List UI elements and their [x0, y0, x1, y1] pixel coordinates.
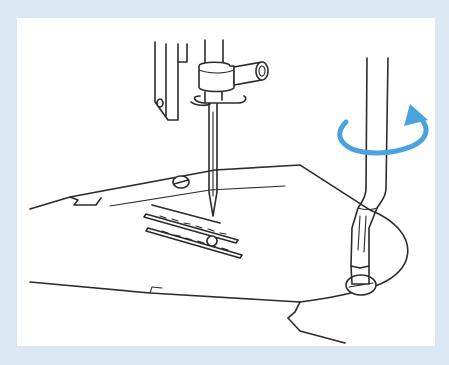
plate-screw-left: [173, 176, 189, 188]
